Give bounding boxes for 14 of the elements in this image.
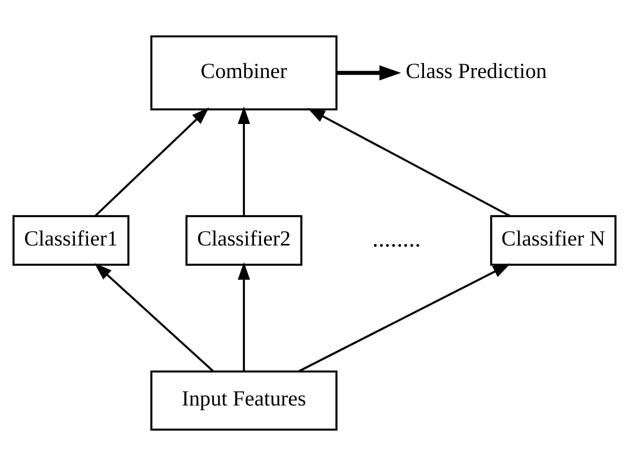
arrow: [307, 108, 510, 217]
node-box: Classifier1: [12, 215, 130, 266]
arrow: [298, 264, 511, 372]
node-box: Classifier2: [185, 215, 302, 266]
label: ........: [372, 225, 421, 252]
arrow: [336, 65, 402, 80]
arrow: [238, 262, 250, 372]
node-box: Combiner: [150, 35, 338, 110]
node-box: Input Features: [150, 370, 338, 431]
node-text: Class Prediction: [406, 59, 547, 84]
arrow: [94, 263, 214, 372]
arrow: [94, 107, 210, 217]
node-box: Classifier N: [490, 215, 616, 266]
arrow: [238, 106, 250, 216]
